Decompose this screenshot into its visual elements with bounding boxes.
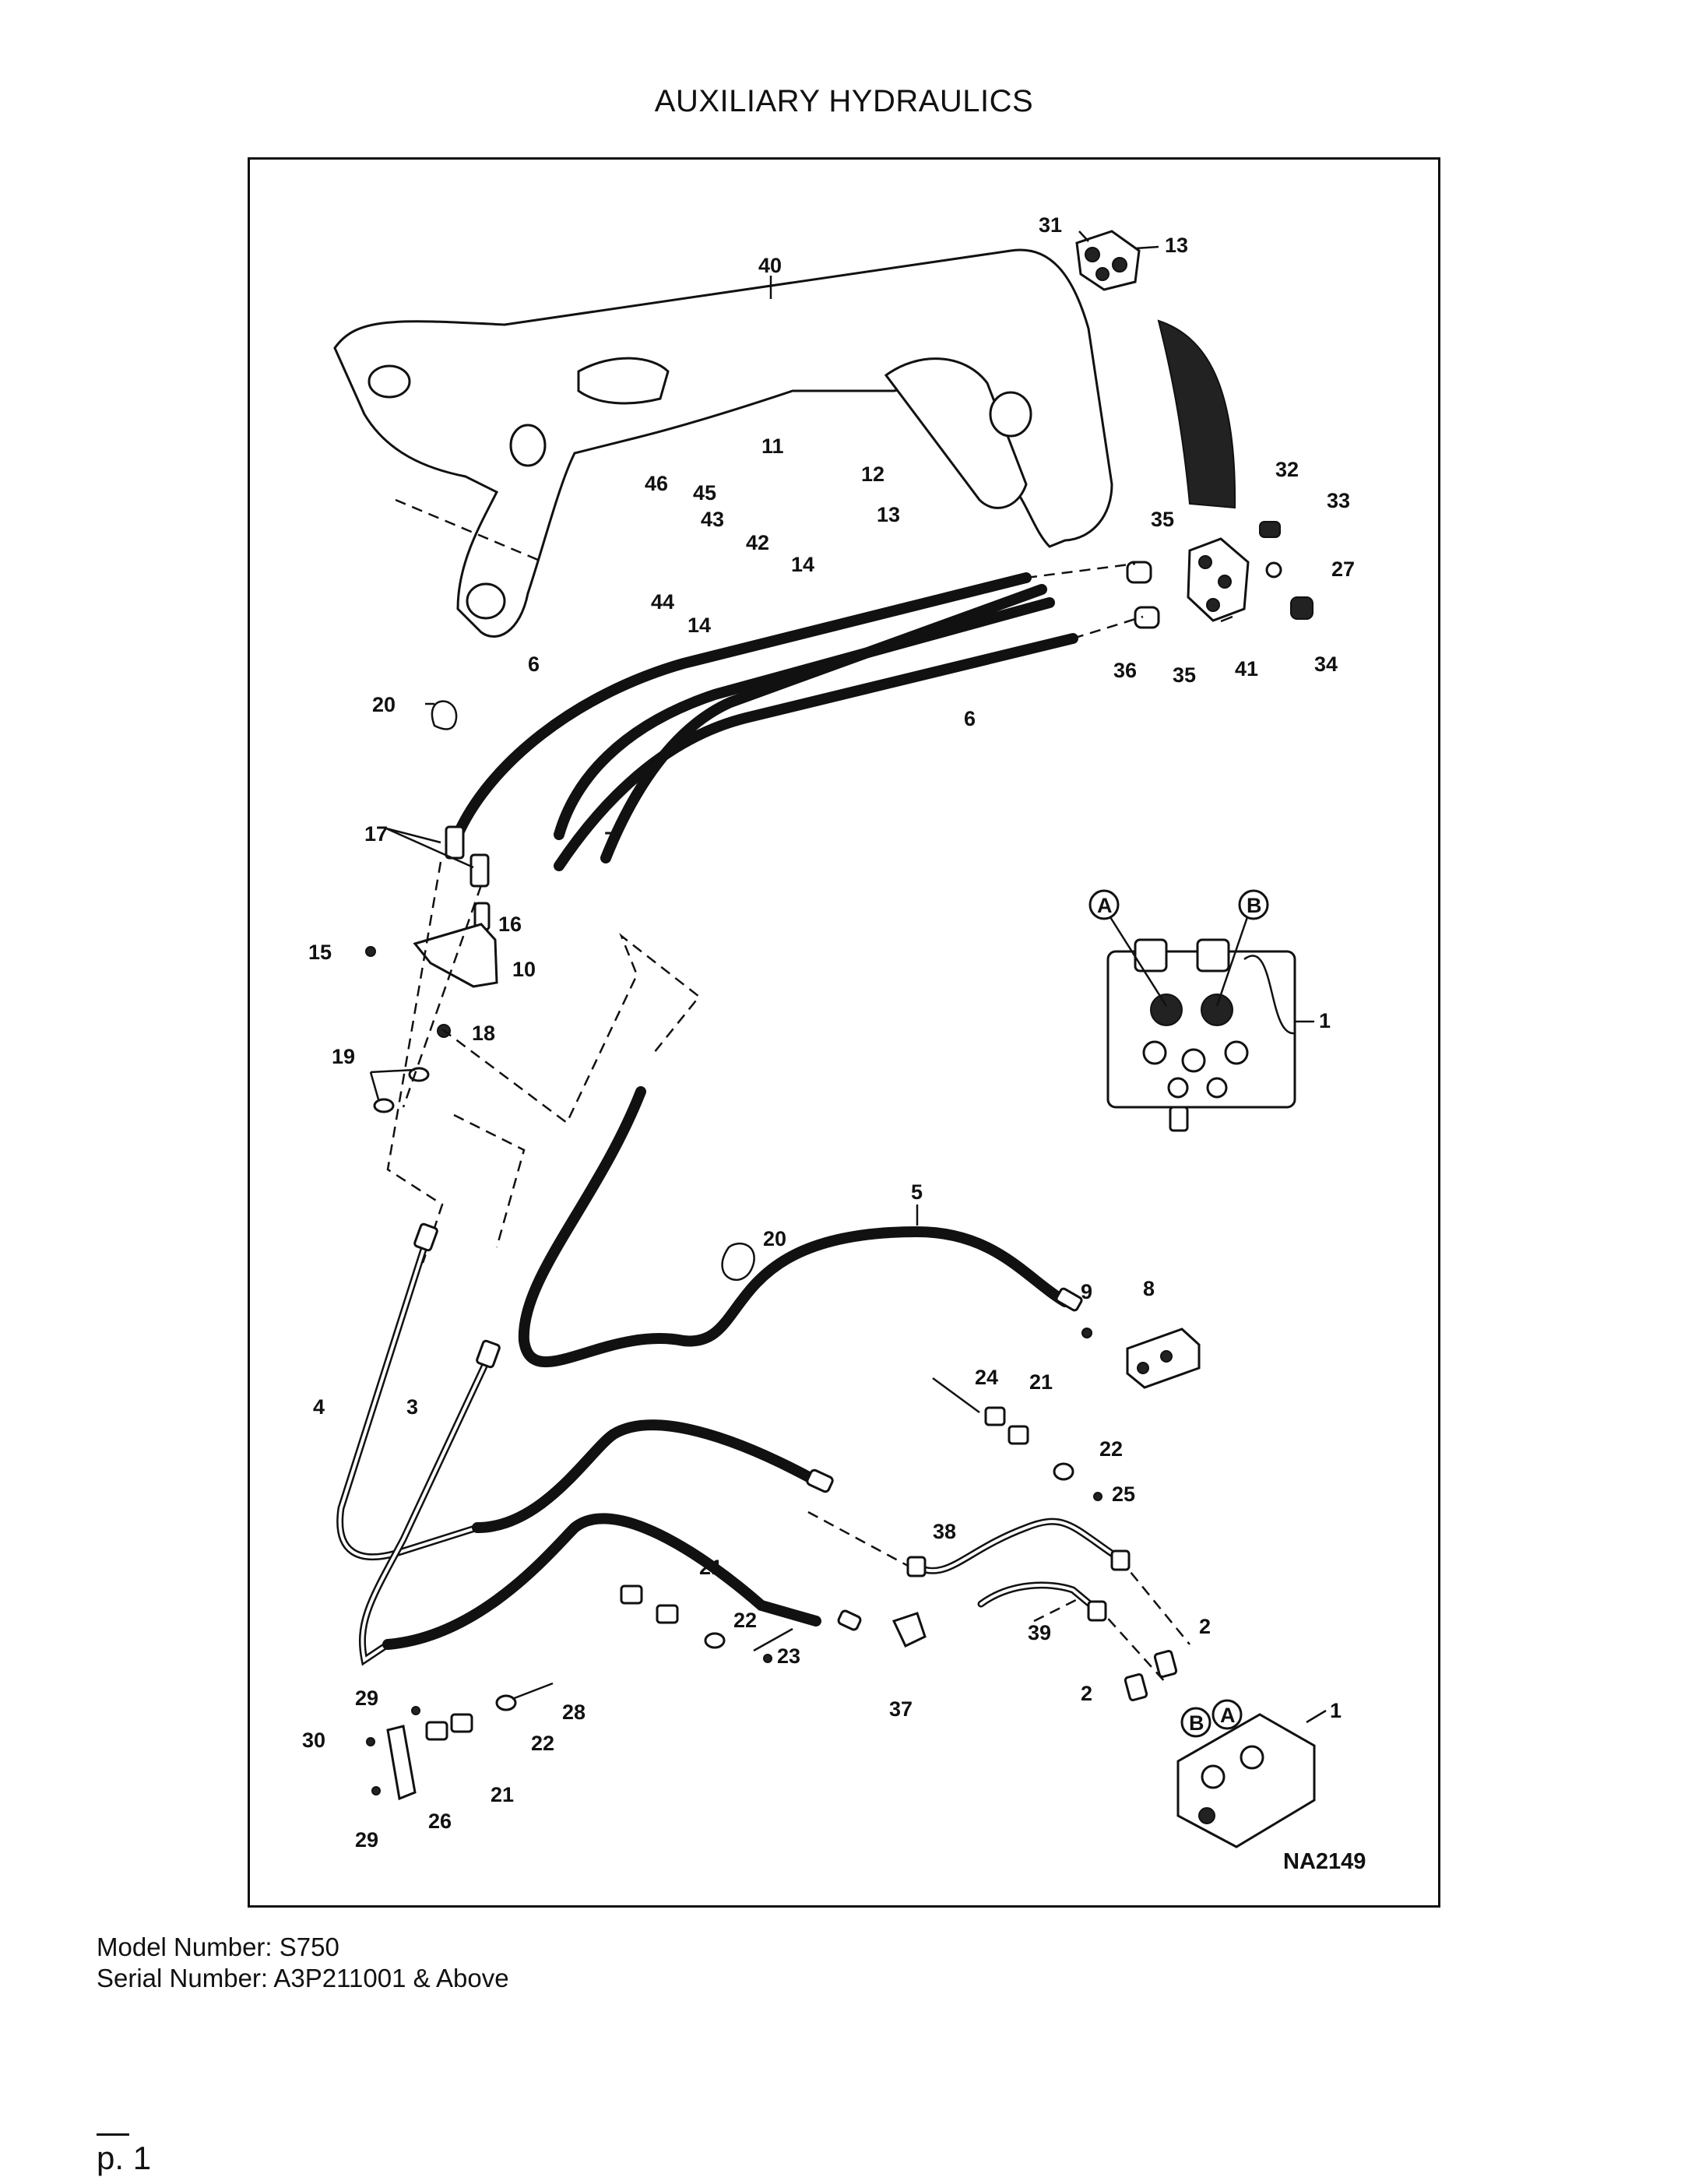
callout-37: 37 xyxy=(889,1697,913,1721)
callout-14: 14 xyxy=(791,553,814,576)
clamp-hardware-upper xyxy=(932,1377,1102,1501)
control-valve-upper xyxy=(1088,889,1314,1132)
port-labels: A B A B xyxy=(1097,894,1262,1735)
callout-23: 23 xyxy=(777,1644,800,1668)
callout-41: 41 xyxy=(1235,657,1258,681)
callout-5: 5 xyxy=(911,1180,923,1204)
model-number: Model Number: S750 xyxy=(97,1933,339,1961)
callout-17: 17 xyxy=(364,822,388,846)
callout-38: 38 xyxy=(933,1520,956,1543)
hose-5 xyxy=(518,1086,1083,1368)
callout-10: 10 xyxy=(512,958,536,981)
callout-20: 20 xyxy=(372,693,396,716)
callout-40: 40 xyxy=(758,254,782,277)
port-label-b: B xyxy=(1247,894,1262,917)
callout-29: 29 xyxy=(355,1828,378,1852)
cable-ties-20 xyxy=(431,700,755,1281)
quick-coupler-block xyxy=(1075,230,1141,291)
callout-35: 35 xyxy=(1151,508,1174,531)
callout-3: 3 xyxy=(406,1395,418,1419)
callout-6: 6 xyxy=(964,707,976,730)
callout-46: 46 xyxy=(645,472,668,495)
fittings-bracket xyxy=(365,825,498,1113)
callout-35: 35 xyxy=(1173,663,1196,687)
callout-29: 29 xyxy=(355,1686,378,1710)
callout-22: 22 xyxy=(1099,1437,1123,1461)
steel-tubes-3-4 xyxy=(336,1222,501,1666)
callout-16: 16 xyxy=(498,913,522,936)
fittings-2 xyxy=(1124,1650,1178,1701)
callout-19: 19 xyxy=(332,1045,355,1068)
callout-2: 2 xyxy=(1199,1615,1211,1638)
callout-20: 20 xyxy=(763,1227,786,1250)
hoses-6-7 xyxy=(452,572,1078,871)
clamp-hardware-middle xyxy=(620,1584,793,1663)
port-label-b: B xyxy=(1189,1711,1204,1735)
page-title: AUXILIARY HYDRAULICS xyxy=(654,84,1034,118)
callout-28: 28 xyxy=(562,1700,586,1724)
callout-18: 18 xyxy=(472,1022,495,1045)
callout-13: 13 xyxy=(877,503,900,526)
callout-9: 9 xyxy=(1081,1280,1092,1303)
callout-32: 32 xyxy=(1275,458,1299,481)
callout-numbers: 31 13 40 11 12 13 46 45 43 42 14 44 14 3… xyxy=(302,213,1355,1852)
callout-36: 36 xyxy=(1113,659,1137,682)
callout-31: 31 xyxy=(1039,213,1062,237)
callout-44: 44 xyxy=(651,590,674,614)
callout-30: 30 xyxy=(302,1729,325,1752)
callout-25: 25 xyxy=(1112,1482,1135,1506)
callout-14: 14 xyxy=(688,614,711,637)
port-label-a: A xyxy=(1220,1704,1236,1727)
callout-21: 21 xyxy=(1029,1370,1053,1394)
serial-number: Serial Number: A3P211001 & Above xyxy=(97,1964,509,1992)
callout-1: 1 xyxy=(1330,1699,1342,1722)
callout-33: 33 xyxy=(1327,489,1350,512)
callout-22: 22 xyxy=(531,1732,554,1755)
drawing-code: NA2149 xyxy=(1283,1849,1366,1874)
callout-45: 45 xyxy=(693,481,716,505)
callout-1: 1 xyxy=(1319,1009,1331,1032)
callout-11: 11 xyxy=(761,434,784,458)
callout-42: 42 xyxy=(746,531,769,554)
callout-13: 13 xyxy=(1165,234,1188,257)
callout-43: 43 xyxy=(701,508,724,531)
page-number: p. 1 xyxy=(97,2140,152,2176)
port-label-a: A xyxy=(1097,894,1113,917)
tubes-38-39 xyxy=(891,1518,1131,1648)
callout-27: 27 xyxy=(1331,557,1355,581)
lower-hoses xyxy=(382,1419,862,1650)
callout-7: 7 xyxy=(604,828,616,851)
routing-dashes xyxy=(386,498,1190,1684)
callout-21: 21 xyxy=(491,1783,514,1806)
callout-26: 26 xyxy=(428,1809,452,1833)
valve-8 xyxy=(1081,1328,1201,1389)
callout-34: 34 xyxy=(1314,652,1338,676)
callout-8: 8 xyxy=(1143,1277,1155,1300)
callout-15: 15 xyxy=(308,941,332,964)
callout-6: 6 xyxy=(528,652,540,676)
callout-12: 12 xyxy=(861,462,884,486)
bracket-hardware-lower xyxy=(366,1682,554,1801)
diagram-frame xyxy=(248,157,1440,1908)
page-rule xyxy=(97,2133,129,2136)
coupler-block-41 xyxy=(1126,521,1313,629)
control-valve-lower xyxy=(1176,1699,1327,1848)
exploded-parts-diagram: 31 13 40 11 12 13 46 45 43 42 14 44 14 3… xyxy=(302,213,1366,1874)
callout-leaders xyxy=(369,230,1233,1226)
callout-22: 22 xyxy=(733,1609,757,1632)
lift-arm xyxy=(333,248,1236,638)
callout-4: 4 xyxy=(313,1395,325,1419)
callout-21: 21 xyxy=(699,1556,723,1579)
callout-2: 2 xyxy=(1081,1682,1092,1705)
callout-24: 24 xyxy=(975,1366,998,1389)
callout-39: 39 xyxy=(1028,1621,1051,1644)
